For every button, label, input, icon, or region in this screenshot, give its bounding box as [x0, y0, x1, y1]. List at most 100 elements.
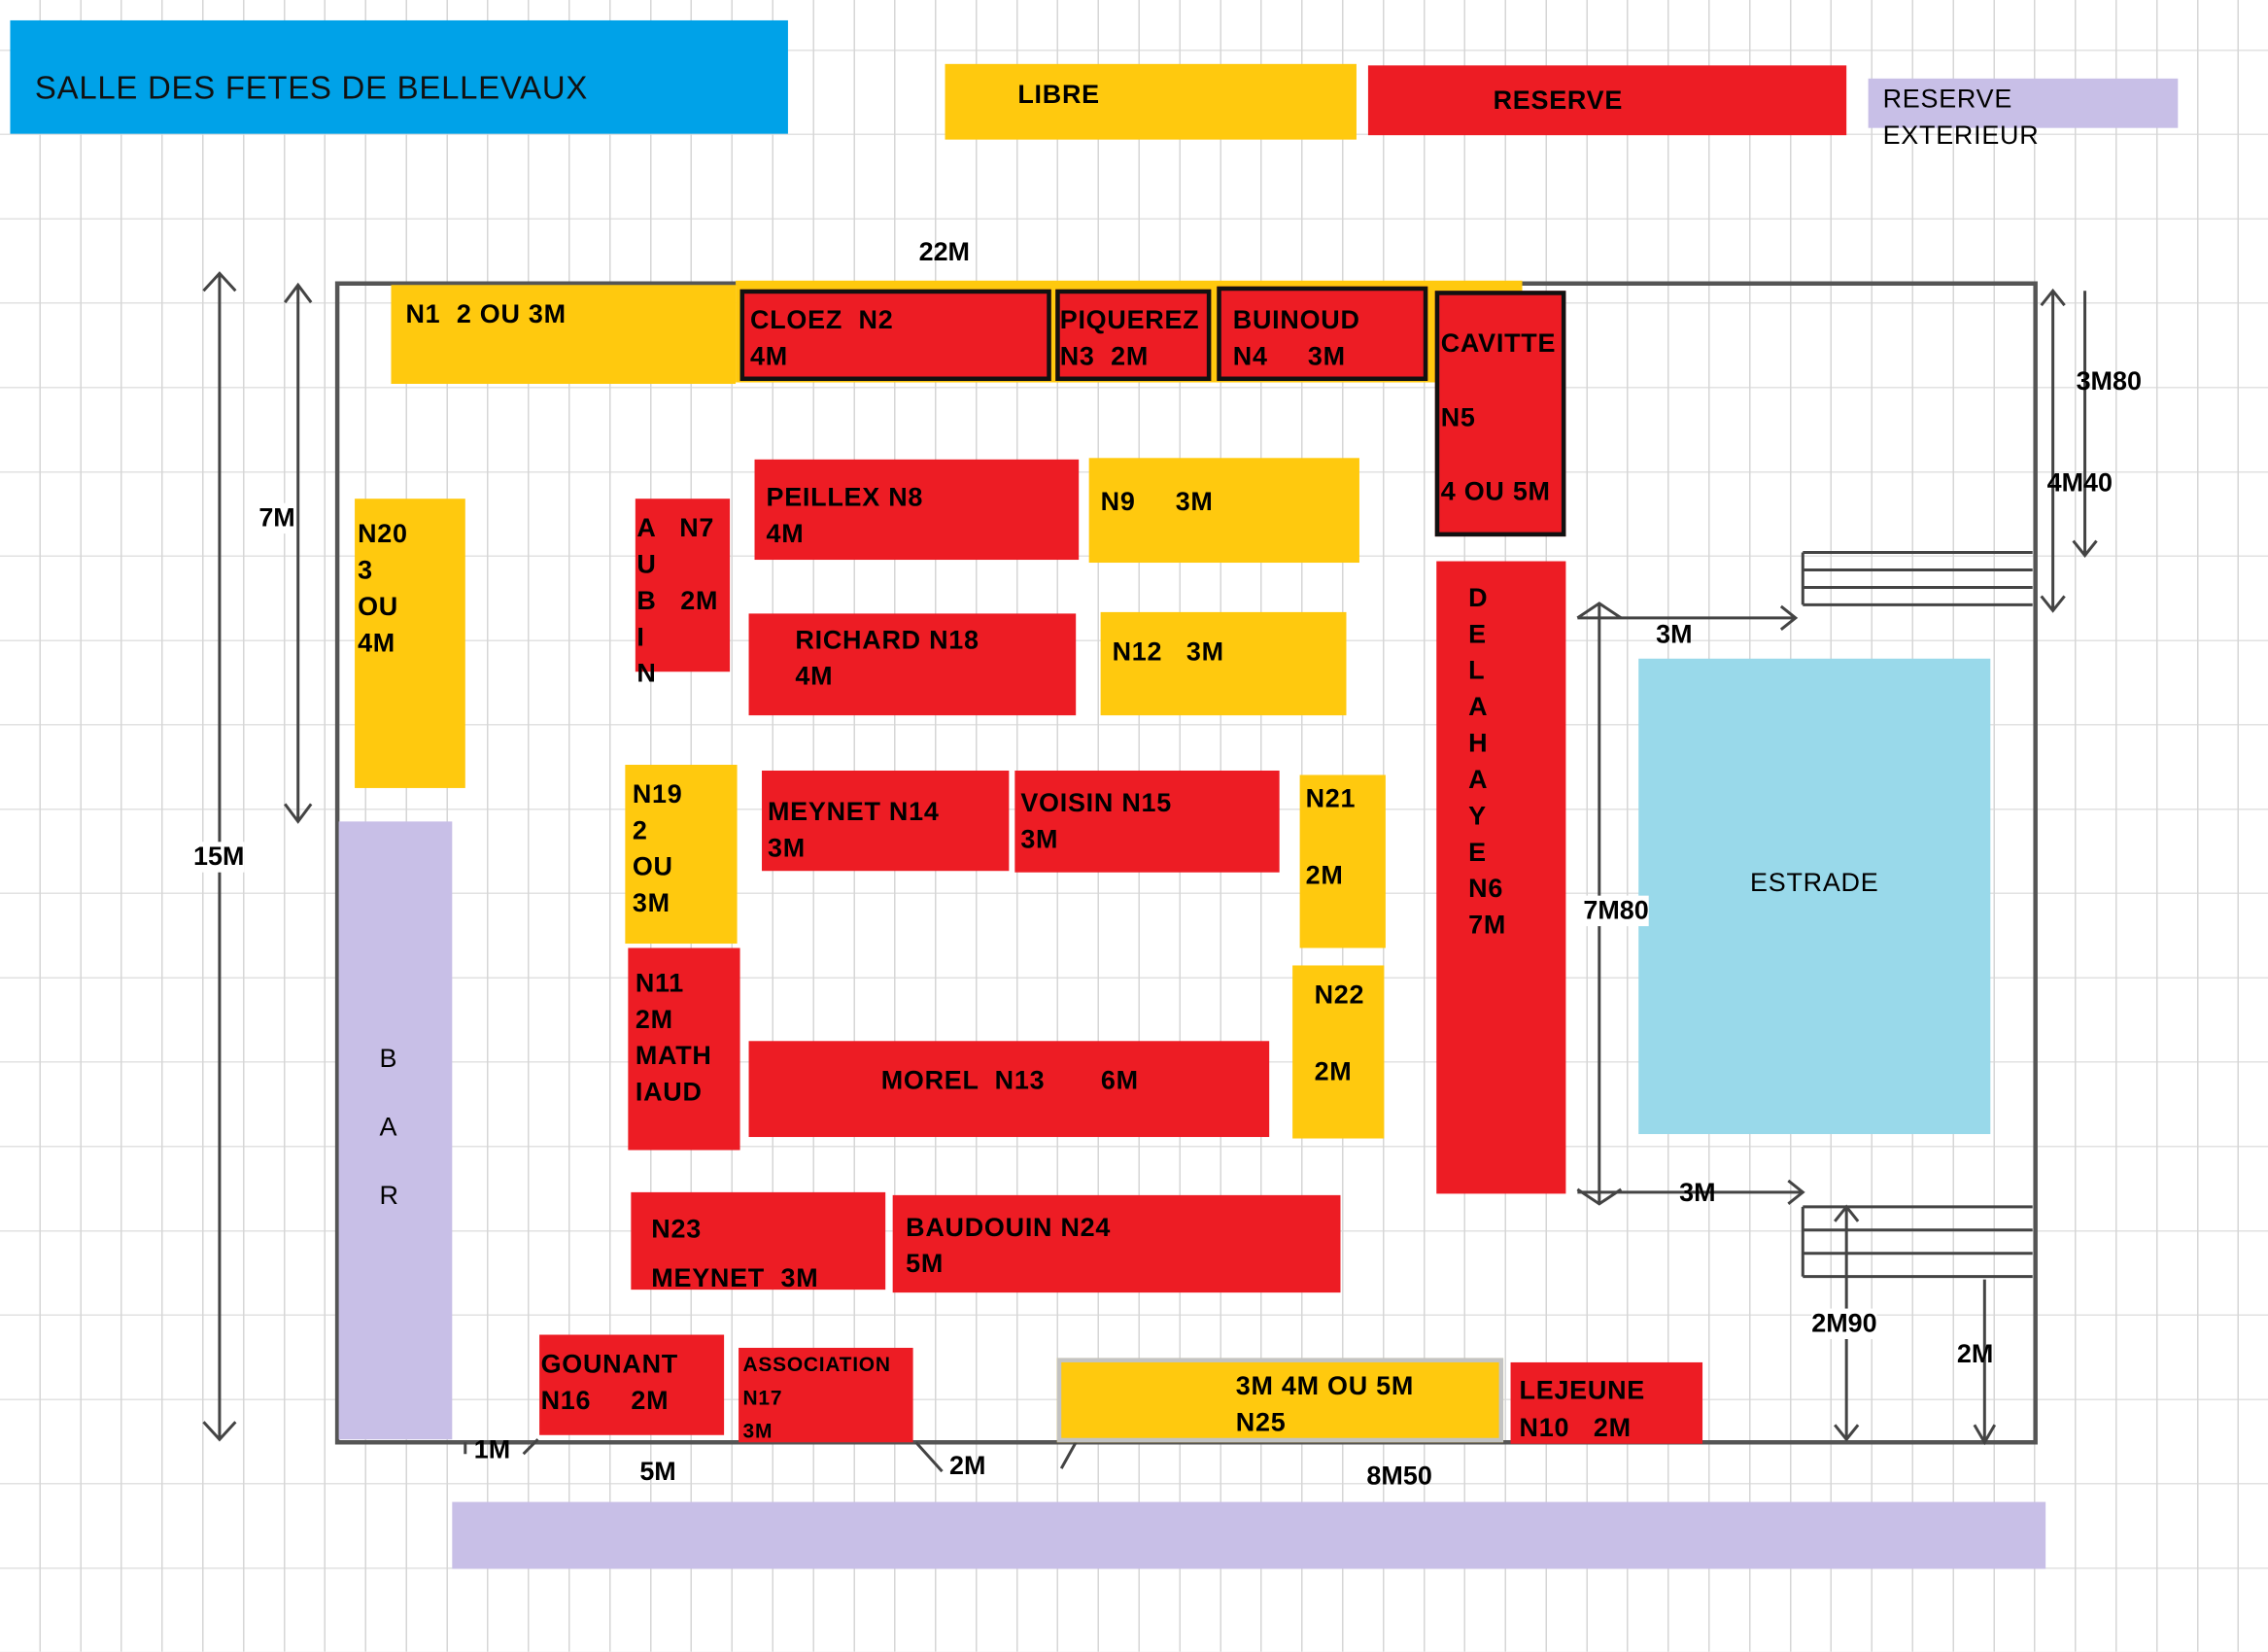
stand-n17[interactable]: ASSOCIATION N17 3M	[739, 1347, 913, 1443]
label-line: R	[379, 1180, 399, 1210]
label-line: N9 3M	[1100, 487, 1214, 517]
legend-label: LIBRE	[1017, 80, 1100, 110]
label-line: IAUD	[635, 1077, 703, 1107]
label-line: N6	[1468, 874, 1504, 904]
legend-label: RESERVE	[1493, 86, 1624, 116]
label-line: N10 2M	[1519, 1413, 1632, 1443]
stand-n21[interactable]: N21 2M	[1299, 774, 1386, 948]
label-line: VOISIN N15	[1020, 787, 1173, 817]
label-line: 3M	[767, 833, 806, 863]
label-line: E	[1468, 619, 1487, 649]
stand-n8[interactable]: PEILLEX N8 4M	[754, 459, 1080, 561]
label-line: A N7	[636, 513, 715, 543]
dim-stage-top: 3M	[1656, 619, 1693, 649]
label-line: 3M 4M OU 5M	[1235, 1370, 1415, 1400]
dim-stairs: 2M90	[1811, 1308, 1877, 1340]
dim-left-15: 15M	[192, 842, 245, 873]
label-line: LEJEUNE	[1519, 1375, 1645, 1405]
stand-n4[interactable]: BUINOUD N4 3M	[1217, 286, 1428, 382]
label-line: N12 3M	[1112, 637, 1224, 667]
title-banner: SALLE DES FETES DE BELLEVAUX	[10, 19, 788, 134]
label-line: U	[636, 549, 657, 579]
label-line: A	[1468, 692, 1489, 722]
label-line: N5	[1440, 402, 1476, 432]
label-line: ASSOCIATION	[742, 1352, 891, 1376]
dim-bottom-1: 1M	[473, 1434, 511, 1464]
label-line: CAVITTE	[1440, 328, 1557, 359]
label-line: 2	[632, 815, 648, 845]
label-line: A	[379, 1112, 398, 1142]
label-line: N4 3M	[1232, 341, 1346, 371]
label-line: N21	[1305, 783, 1357, 813]
label-line: OU	[632, 851, 673, 881]
exterior-zone	[452, 1501, 2046, 1569]
label-line: N	[636, 658, 657, 688]
label-line: 2M	[1305, 860, 1344, 890]
stand-n16[interactable]: GOUNANT N16 2M	[539, 1334, 725, 1435]
label-line: N11	[635, 968, 685, 998]
label-line: PIQUEREZ	[1059, 305, 1200, 335]
label-line: B	[379, 1044, 398, 1074]
dim-right-top: 3M80	[2076, 366, 2142, 396]
stand-n1[interactable]: N1 2 OU 3M	[391, 285, 737, 384]
dim-stage-bottom: 3M	[1679, 1177, 1716, 1207]
label-line: H	[1468, 728, 1489, 758]
stand-n12[interactable]: N12 3M	[1100, 611, 1347, 716]
stand-n18[interactable]: RICHARD N18 4M	[748, 613, 1077, 716]
label-line: 3M	[742, 1419, 773, 1443]
label-line: CLOEZ N2	[750, 305, 894, 335]
label-line: 3M	[632, 888, 670, 918]
legend-libre: LIBRE	[945, 63, 1357, 140]
label-line: MATH	[635, 1041, 712, 1071]
label-line: 4M	[358, 628, 395, 658]
stand-n10[interactable]: LEJEUNE N10 2M	[1510, 1361, 1703, 1444]
stand-n5[interactable]: CAVITTE N5 4 OU 5M	[1434, 291, 1566, 537]
label-line: N16 2M	[540, 1385, 670, 1415]
label-line: 4M	[766, 519, 805, 549]
stand-n14[interactable]: MEYNET N14 3M	[762, 770, 1010, 872]
label-line: B 2M	[636, 585, 719, 615]
stage-estrade: ESTRADE	[1638, 658, 1991, 1135]
label-line: 2M	[635, 1004, 673, 1034]
label-line: 3	[358, 555, 373, 585]
label-line: BAUDOUIN N24	[906, 1212, 1112, 1242]
bar: B A R	[338, 821, 453, 1440]
dim-bottom-5: 5M	[639, 1457, 676, 1487]
label-line: MOREL N13 6M	[880, 1065, 1139, 1095]
dim-stage-side: 7M80	[1583, 895, 1649, 927]
label-line: N17	[742, 1385, 783, 1409]
stand-n11[interactable]: N11 2M MATH IAUD	[628, 947, 740, 1151]
stand-n9[interactable]: N9 3M	[1088, 458, 1359, 564]
label-line: Y	[1468, 801, 1487, 831]
label-line: OU	[358, 591, 398, 621]
label-line: RICHARD N18	[795, 625, 979, 655]
label-line: E	[1468, 837, 1487, 867]
label-line: N22	[1314, 980, 1365, 1010]
label-line: MEYNET N14	[767, 796, 940, 826]
legend-reserve-exterieur: RESERVE EXTERIEUR	[1868, 78, 2179, 150]
dim-right-mid: 4M40	[2046, 467, 2113, 498]
label-line: N1 2 OU 3M	[405, 299, 567, 329]
label-line: BUINOUD	[1232, 305, 1360, 335]
label-line: PEILLEX N8	[766, 482, 924, 512]
label-line: 4M	[795, 661, 834, 691]
dim-top: 22M	[918, 236, 970, 266]
label-line: GOUNANT	[540, 1349, 678, 1379]
label-line: N25	[1235, 1407, 1287, 1437]
label-line: 4 OU 5M	[1440, 476, 1551, 506]
stand-n25[interactable]: 3M 4M OU 5M N25	[1056, 1358, 1504, 1443]
stand-n13[interactable]: MOREL N13 6M	[748, 1041, 1270, 1138]
dim-bottom-8: 8M50	[1366, 1461, 1432, 1491]
label-line: N23	[651, 1214, 702, 1244]
